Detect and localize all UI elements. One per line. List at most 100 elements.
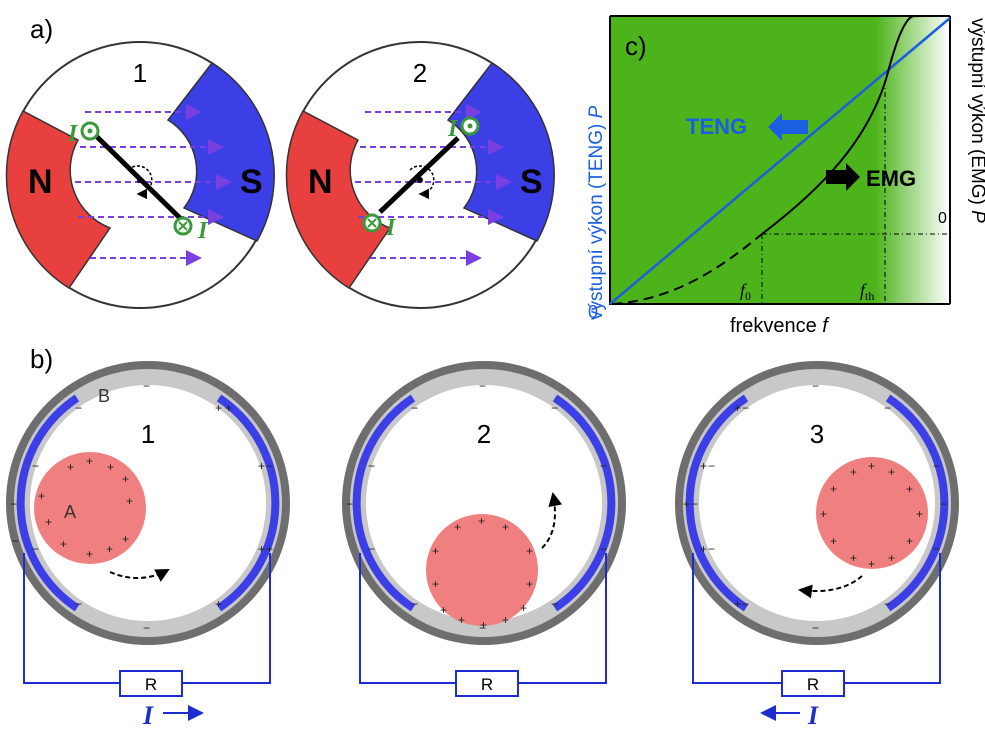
svg-text:−: − xyxy=(742,401,749,415)
svg-text:+: + xyxy=(700,459,707,473)
svg-text:+: + xyxy=(258,542,265,556)
fth-label: fth xyxy=(860,280,874,303)
emg-label: EMG xyxy=(866,166,916,191)
svg-text:−: − xyxy=(346,497,353,511)
north-pole xyxy=(5,109,112,290)
coil-rod xyxy=(378,136,460,214)
diagram-number: 2 xyxy=(413,58,427,88)
motion-arrow xyxy=(541,492,563,549)
motor-diagram-1: I I N S 1 xyxy=(5,41,275,309)
svg-text:−: − xyxy=(812,379,819,393)
resistor xyxy=(455,670,519,697)
field-lines xyxy=(75,104,232,266)
svg-text:+: + xyxy=(86,547,93,561)
svg-text:−: − xyxy=(10,497,17,511)
svg-text:−: − xyxy=(600,542,607,556)
svg-text:−: − xyxy=(812,621,819,635)
ball xyxy=(34,452,146,564)
current-mark: I xyxy=(385,215,397,241)
south-label: S xyxy=(520,163,543,201)
svg-text:−: − xyxy=(266,459,273,473)
diagram-number: 1 xyxy=(133,58,147,88)
diagram-number: 3 xyxy=(810,419,824,449)
svg-text:−: − xyxy=(32,542,39,556)
emg-curve-solid xyxy=(761,15,919,235)
circuit-wire-right xyxy=(844,553,941,684)
diagram-number: 1 xyxy=(141,419,155,449)
svg-text:−: − xyxy=(411,401,418,415)
svg-text:+: + xyxy=(526,577,533,591)
left-axis-title: výstupní výkon (TENG) P xyxy=(586,105,607,320)
coil-current-out: I xyxy=(447,116,480,142)
rotation-arrow xyxy=(409,165,435,200)
svg-text:+: + xyxy=(454,520,461,534)
left-electrode xyxy=(352,394,416,612)
north-label: N xyxy=(308,163,333,201)
svg-text:−: − xyxy=(143,621,150,635)
svg-text:−: − xyxy=(143,379,150,393)
svg-text:+: + xyxy=(683,497,690,511)
svg-text:+: + xyxy=(38,489,45,503)
field-lines xyxy=(355,104,512,266)
right-axis-title: výstupní výkon (EMG) P xyxy=(967,18,985,223)
svg-text:+: + xyxy=(432,577,439,591)
current-mark: I xyxy=(67,121,79,147)
svg-text:+: + xyxy=(502,520,509,534)
svg-text:+: + xyxy=(86,454,93,468)
current-label: I xyxy=(142,701,154,730)
current-label: I xyxy=(807,701,819,730)
svg-text:+: + xyxy=(45,515,52,529)
svg-text:−: − xyxy=(12,534,19,548)
svg-text:+: + xyxy=(480,618,487,632)
svg-text:+: + xyxy=(432,544,439,558)
svg-text:−: − xyxy=(75,597,82,611)
svg-text:+: + xyxy=(502,613,509,627)
circuit-wire-right xyxy=(518,553,607,684)
rotation-arrow xyxy=(127,165,153,200)
svg-text:+: + xyxy=(215,401,222,415)
coil-current-in: I xyxy=(173,216,209,244)
emg-arrow xyxy=(826,163,860,191)
power-frequency-graph: c) TENG EMG f0 fth 0 0 výstupní výkon (T… xyxy=(586,15,985,337)
resistor xyxy=(119,670,183,697)
f0-label: f0 xyxy=(740,280,751,303)
emg-curve-dashed xyxy=(611,233,763,305)
svg-text:−: − xyxy=(411,597,418,611)
right-electrode xyxy=(216,394,280,612)
ball-label: A xyxy=(64,502,76,522)
left-electrode xyxy=(16,394,80,612)
motor-diagram-2: I I N S 2 xyxy=(285,41,555,309)
resistor-label: R xyxy=(481,675,493,694)
svg-text:+: + xyxy=(258,459,265,473)
svg-text:−: − xyxy=(742,597,749,611)
svg-text:+: + xyxy=(830,482,837,496)
teng-diagram-1: B A +++ +++ +++ ++ −−+ +−+ −−− ++− +−− 1… xyxy=(6,361,290,730)
coil-current-in: I xyxy=(362,213,397,241)
svg-text:+: + xyxy=(107,460,114,474)
svg-text:−: − xyxy=(933,542,940,556)
svg-text:−: − xyxy=(884,401,891,415)
circuit-wire-left xyxy=(359,553,456,684)
resistor xyxy=(781,670,845,697)
svg-text:+: + xyxy=(830,534,837,548)
svg-text:+: + xyxy=(478,514,485,528)
svg-text:+: + xyxy=(122,472,129,486)
svg-text:+: + xyxy=(850,551,857,565)
svg-text:−: − xyxy=(479,379,486,393)
svg-text:+: + xyxy=(520,601,527,615)
left-electrode xyxy=(685,394,749,612)
svg-text:+: + xyxy=(868,459,875,473)
resistor-label: R xyxy=(145,675,157,694)
x-axis-title: frekvence f xyxy=(730,315,830,337)
svg-text:+: + xyxy=(734,597,741,611)
svg-text:−: − xyxy=(551,597,558,611)
teng-arrow xyxy=(768,113,808,141)
svg-text:−: − xyxy=(479,621,486,635)
svg-text:+: + xyxy=(734,401,741,415)
svg-text:+: + xyxy=(458,613,465,627)
teng-diagram-3: +++ +++ +++ +++ −+− −+− −+− −+− −+− −− 3… xyxy=(675,361,959,730)
circuit-wire-left xyxy=(23,553,120,684)
svg-text:−: − xyxy=(708,459,715,473)
current-mark: I xyxy=(447,116,459,142)
